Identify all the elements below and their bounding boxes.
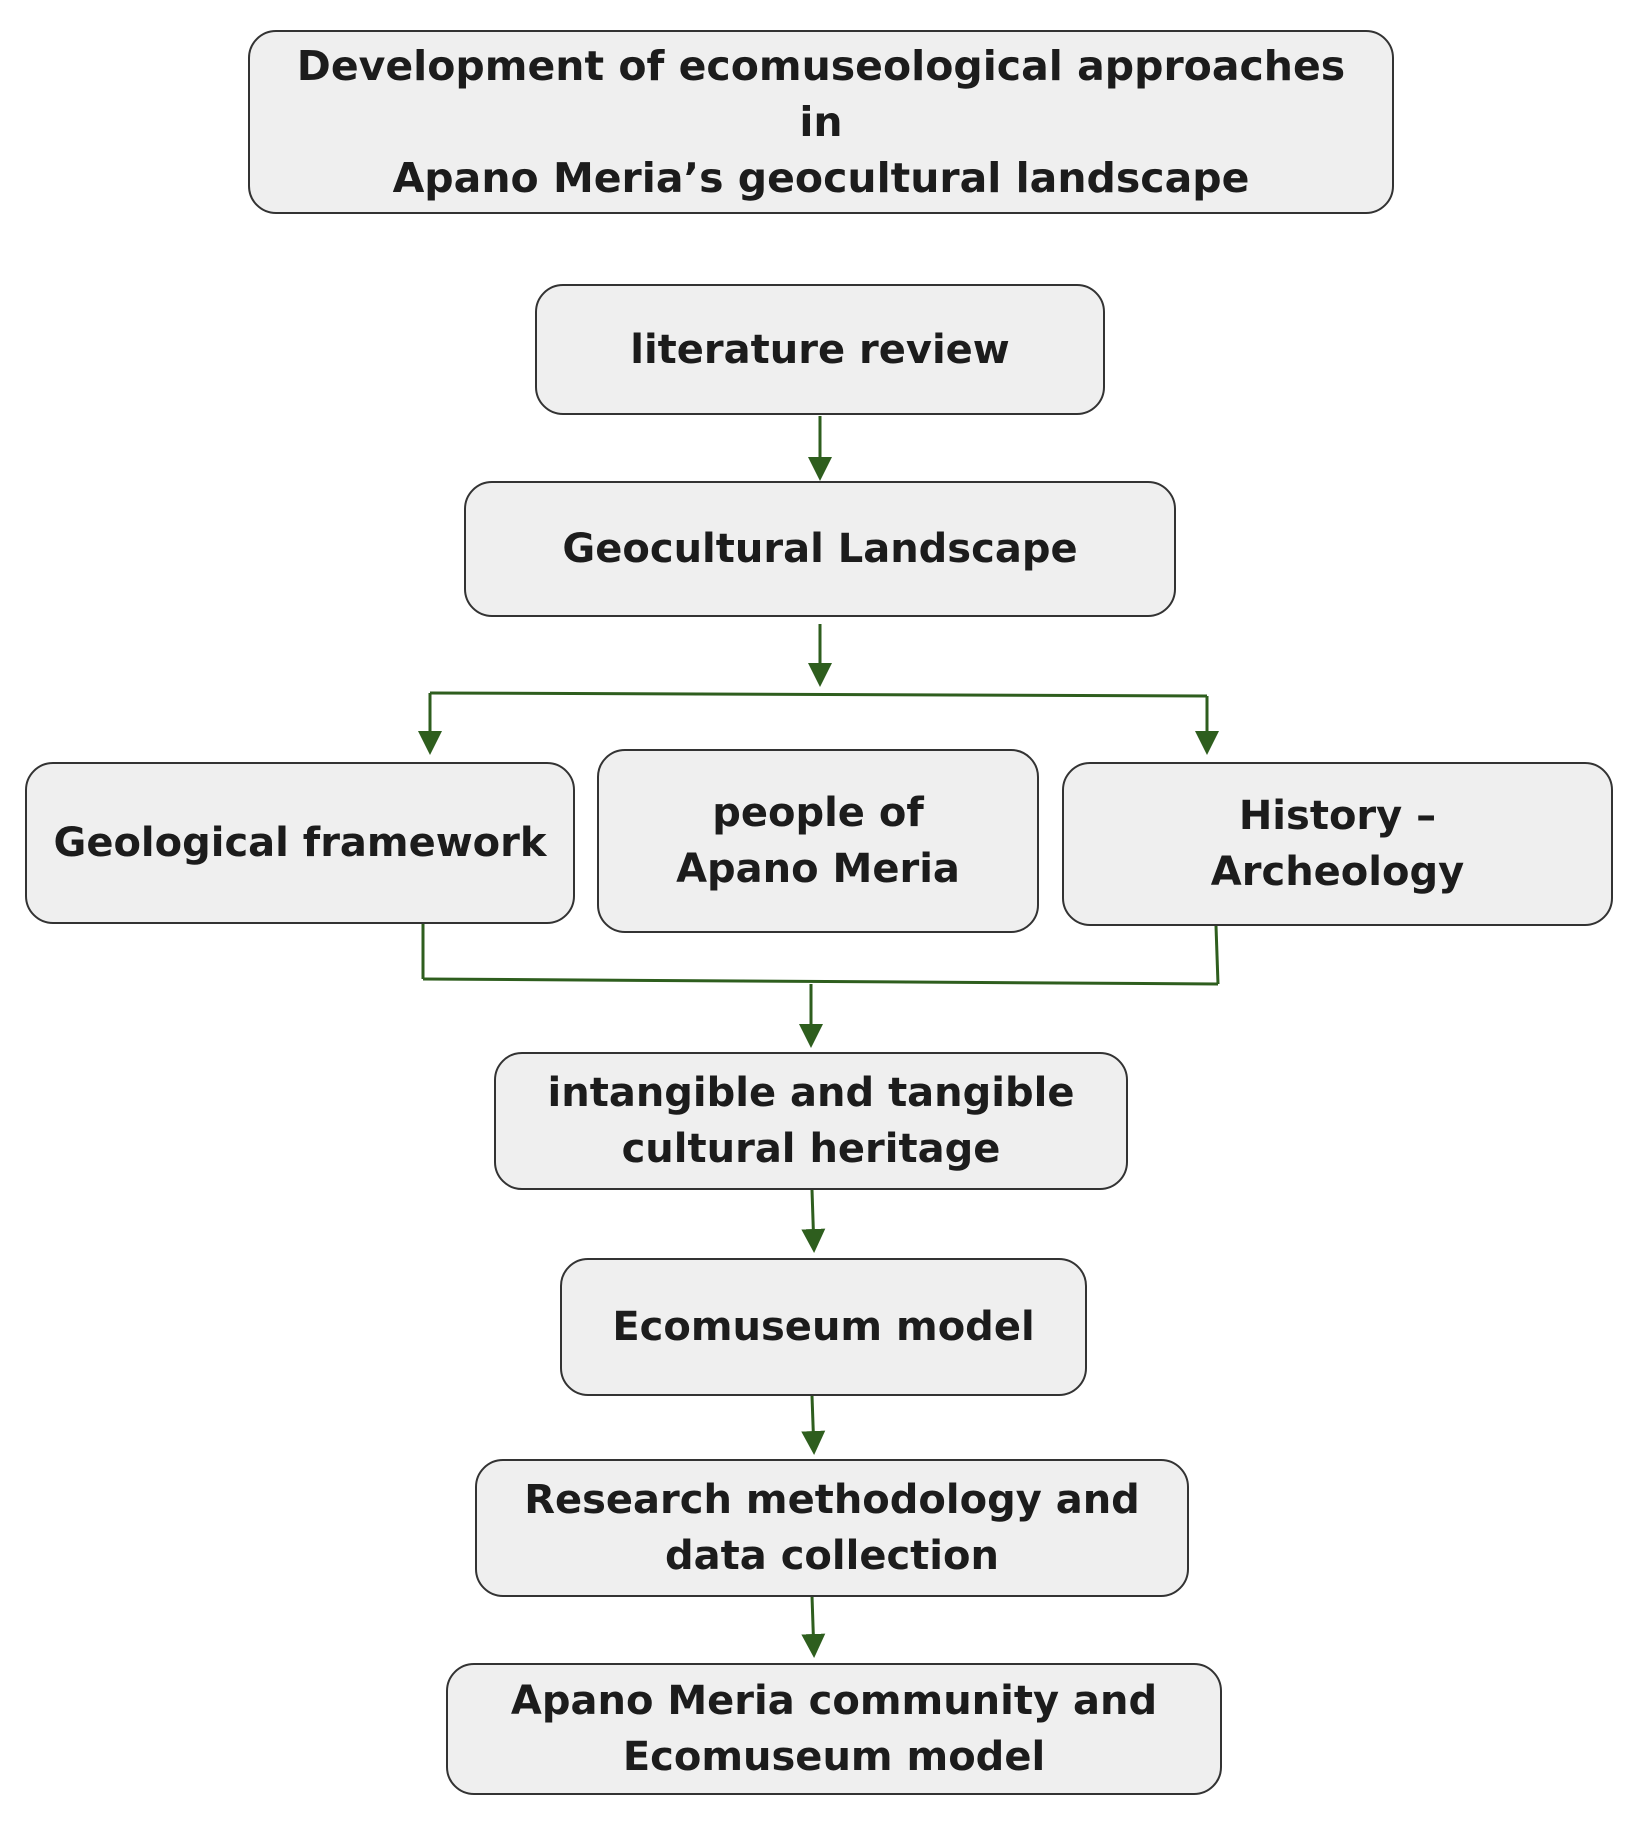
node-cultural-heritage: intangible and tangible cultural heritag… xyxy=(494,1052,1128,1190)
node-cultural-heritage-text: intangible and tangible cultural heritag… xyxy=(547,1070,1075,1172)
node-title: Development of ecomuseological approache… xyxy=(248,30,1394,214)
node-geological-framework: Geological framework xyxy=(25,762,575,924)
node-geological-framework-text: Geological framework xyxy=(53,820,547,866)
node-history-archeology-text: History – Archeology xyxy=(1210,793,1465,895)
node-community-ecomuseum-text: Apano Meria community and Ecomuseum mode… xyxy=(510,1678,1158,1780)
branch-split-line xyxy=(429,691,1208,698)
node-ecomuseum-model: Ecomuseum model xyxy=(560,1258,1087,1396)
merge-line xyxy=(422,977,1219,986)
node-people-of-apano-meria: people of Apano Meria xyxy=(597,749,1039,933)
node-community-ecomuseum: Apano Meria community and Ecomuseum mode… xyxy=(446,1663,1222,1795)
node-research-methodology: Research methodology and data collection xyxy=(475,1459,1189,1597)
node-literature-review-text: literature review xyxy=(630,326,1010,373)
node-people-of-apano-meria-text: people of Apano Meria xyxy=(676,790,960,892)
node-history-archeology: History – Archeology xyxy=(1062,762,1613,926)
node-title-text: Development of ecomuseological approache… xyxy=(296,42,1346,202)
node-ecomuseum-model-text: Ecomuseum model xyxy=(612,1304,1035,1350)
arrow-research-to-community xyxy=(801,1595,826,1658)
node-geocultural-landscape: Geocultural Landscape xyxy=(464,481,1176,617)
node-geocultural-landscape-text: Geocultural Landscape xyxy=(562,526,1078,572)
node-literature-review: literature review xyxy=(535,284,1105,415)
arrow-heritage-to-ecomuseum xyxy=(801,1189,826,1253)
merge-from-history xyxy=(1214,925,1220,985)
node-research-methodology-text: Research methodology and data collection xyxy=(524,1477,1140,1579)
arrow-ecomuseum-to-research xyxy=(801,1395,826,1455)
